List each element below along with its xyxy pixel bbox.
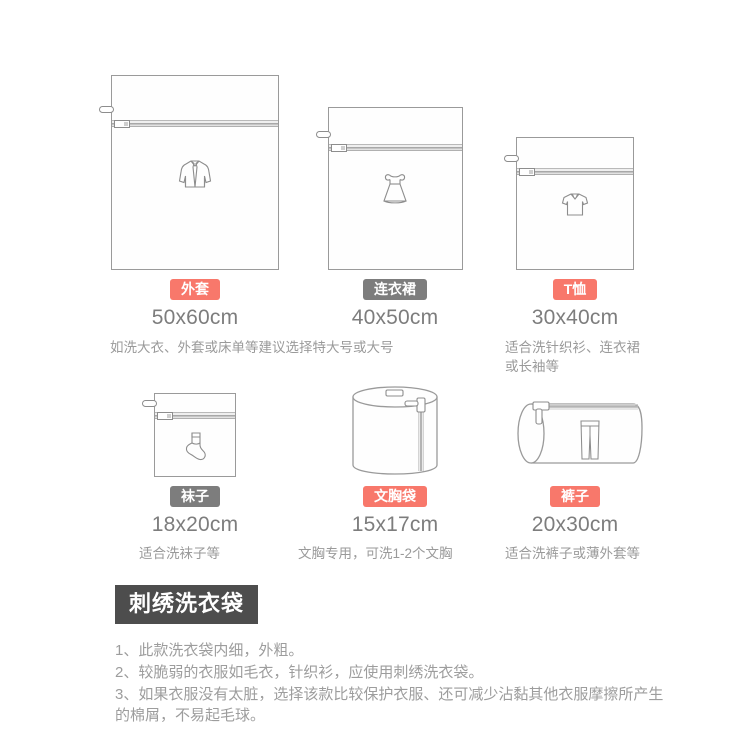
bag-art-pants: [488, 385, 663, 477]
laundry-bag-pants: [505, 385, 645, 477]
size-socks: 18x20cm: [151, 513, 239, 536]
product-row-2: 袜子 18x20cm: [0, 385, 750, 538]
product-card-dress[interactable]: 连衣裙 40x50cm: [303, 70, 488, 331]
badge-dress: 连衣裙: [363, 279, 427, 300]
badge-row-bra: 文胸袋: [303, 486, 488, 507]
badge-row-pants: 裤子: [488, 486, 663, 507]
zipper-pull-icon: [315, 131, 331, 138]
section-title: 刺绣洗衣袋: [115, 585, 259, 624]
zipper-band-icon: [112, 120, 278, 127]
laundry-bag-jacket: [99, 75, 279, 270]
product-card-jacket[interactable]: 外套 50x60cm: [88, 70, 303, 331]
sock-icon: [181, 430, 209, 467]
zipper-pull-icon: [142, 400, 157, 407]
badge-socks: 袜子: [170, 486, 220, 507]
badge-bra: 文胸袋: [363, 486, 427, 507]
badge-row-jacket: 外套: [88, 279, 303, 300]
laundry-bag-dress: [315, 107, 463, 270]
zipper-band-icon: [155, 412, 235, 419]
size-tshirt: 30x40cm: [531, 306, 619, 329]
product-card-bra[interactable]: 文胸袋 15x17cm: [303, 385, 488, 538]
badge-tshirt: T恤: [552, 279, 598, 300]
size-jacket: 50x60cm: [151, 306, 239, 329]
badge-jacket: 外套: [170, 279, 220, 300]
product-card-pants[interactable]: 裤子 20x30cm: [488, 385, 663, 538]
desc-tshirt: 适合洗针织衫、连衣裙或长袖等: [505, 340, 640, 374]
laundry-bag-tshirt: [504, 137, 634, 270]
zipper-slider-icon: [330, 143, 347, 152]
product-card-tshirt[interactable]: T恤 30x40cm: [488, 70, 663, 331]
note-item: 1、此款洗衣袋内细，外粗。: [115, 642, 304, 659]
zipper-pull-icon: [99, 106, 114, 113]
note-item: 2、较脆弱的衣服如毛衣，针织衫，应使用刺绣洗衣袋。: [115, 664, 484, 681]
jacket-icon: [175, 154, 215, 199]
laundry-bag-bra: [345, 385, 445, 477]
bottom-section: 刺绣洗衣袋 1、此款洗衣袋内细，外粗。 2、较脆弱的衣服如毛衣，针织衫，应使用刺…: [115, 585, 675, 727]
tshirt-icon: [559, 188, 591, 225]
bag-art-socks: [88, 385, 303, 477]
bag-art-jacket: [88, 70, 303, 270]
badge-row-tshirt: T恤: [488, 279, 663, 300]
desc-pants: 适合洗裤子或薄外套等: [505, 546, 640, 561]
dress-icon: [378, 170, 412, 213]
zipper-band-icon: [517, 168, 633, 175]
badge-row-socks: 袜子: [88, 486, 303, 507]
zipper-band-icon: [328, 144, 462, 151]
desc-socks: 适合洗袜子等: [139, 546, 220, 561]
zipper-slider-icon: [519, 167, 535, 176]
size-pants: 20x30cm: [531, 513, 619, 536]
desc-bra: 文胸专用，可洗1-2个文胸: [298, 546, 453, 561]
product-card-socks[interactable]: 袜子 18x20cm: [88, 385, 303, 538]
laundry-bag-socks: [142, 393, 236, 477]
zipper-slider-icon: [114, 119, 130, 128]
size-bra: 15x17cm: [351, 513, 439, 536]
badge-row-dress: 连衣裙: [303, 279, 488, 300]
notes-list: 1、此款洗衣袋内细，外粗。 2、较脆弱的衣服如毛衣，针织衫，应使用刺绣洗衣袋。 …: [115, 640, 675, 726]
bag-art-bra: [303, 385, 488, 477]
desc-jacket: 如洗大衣、外套或床单等建议选择特大号或大号: [110, 340, 394, 355]
note-item: 3、如果衣服没有太脏，选择该款比较保护衣服、还可减少沾黏其他衣服摩擦所产生的棉屑…: [115, 686, 664, 724]
zipper-slider-icon: [157, 411, 173, 420]
bag-art-dress: [303, 70, 488, 270]
zipper-pull-icon: [504, 155, 519, 162]
bag-art-tshirt: [488, 70, 663, 270]
product-row-1: 外套 50x60cm: [0, 70, 750, 331]
size-dress: 40x50cm: [351, 306, 439, 329]
badge-pants: 裤子: [550, 486, 600, 507]
